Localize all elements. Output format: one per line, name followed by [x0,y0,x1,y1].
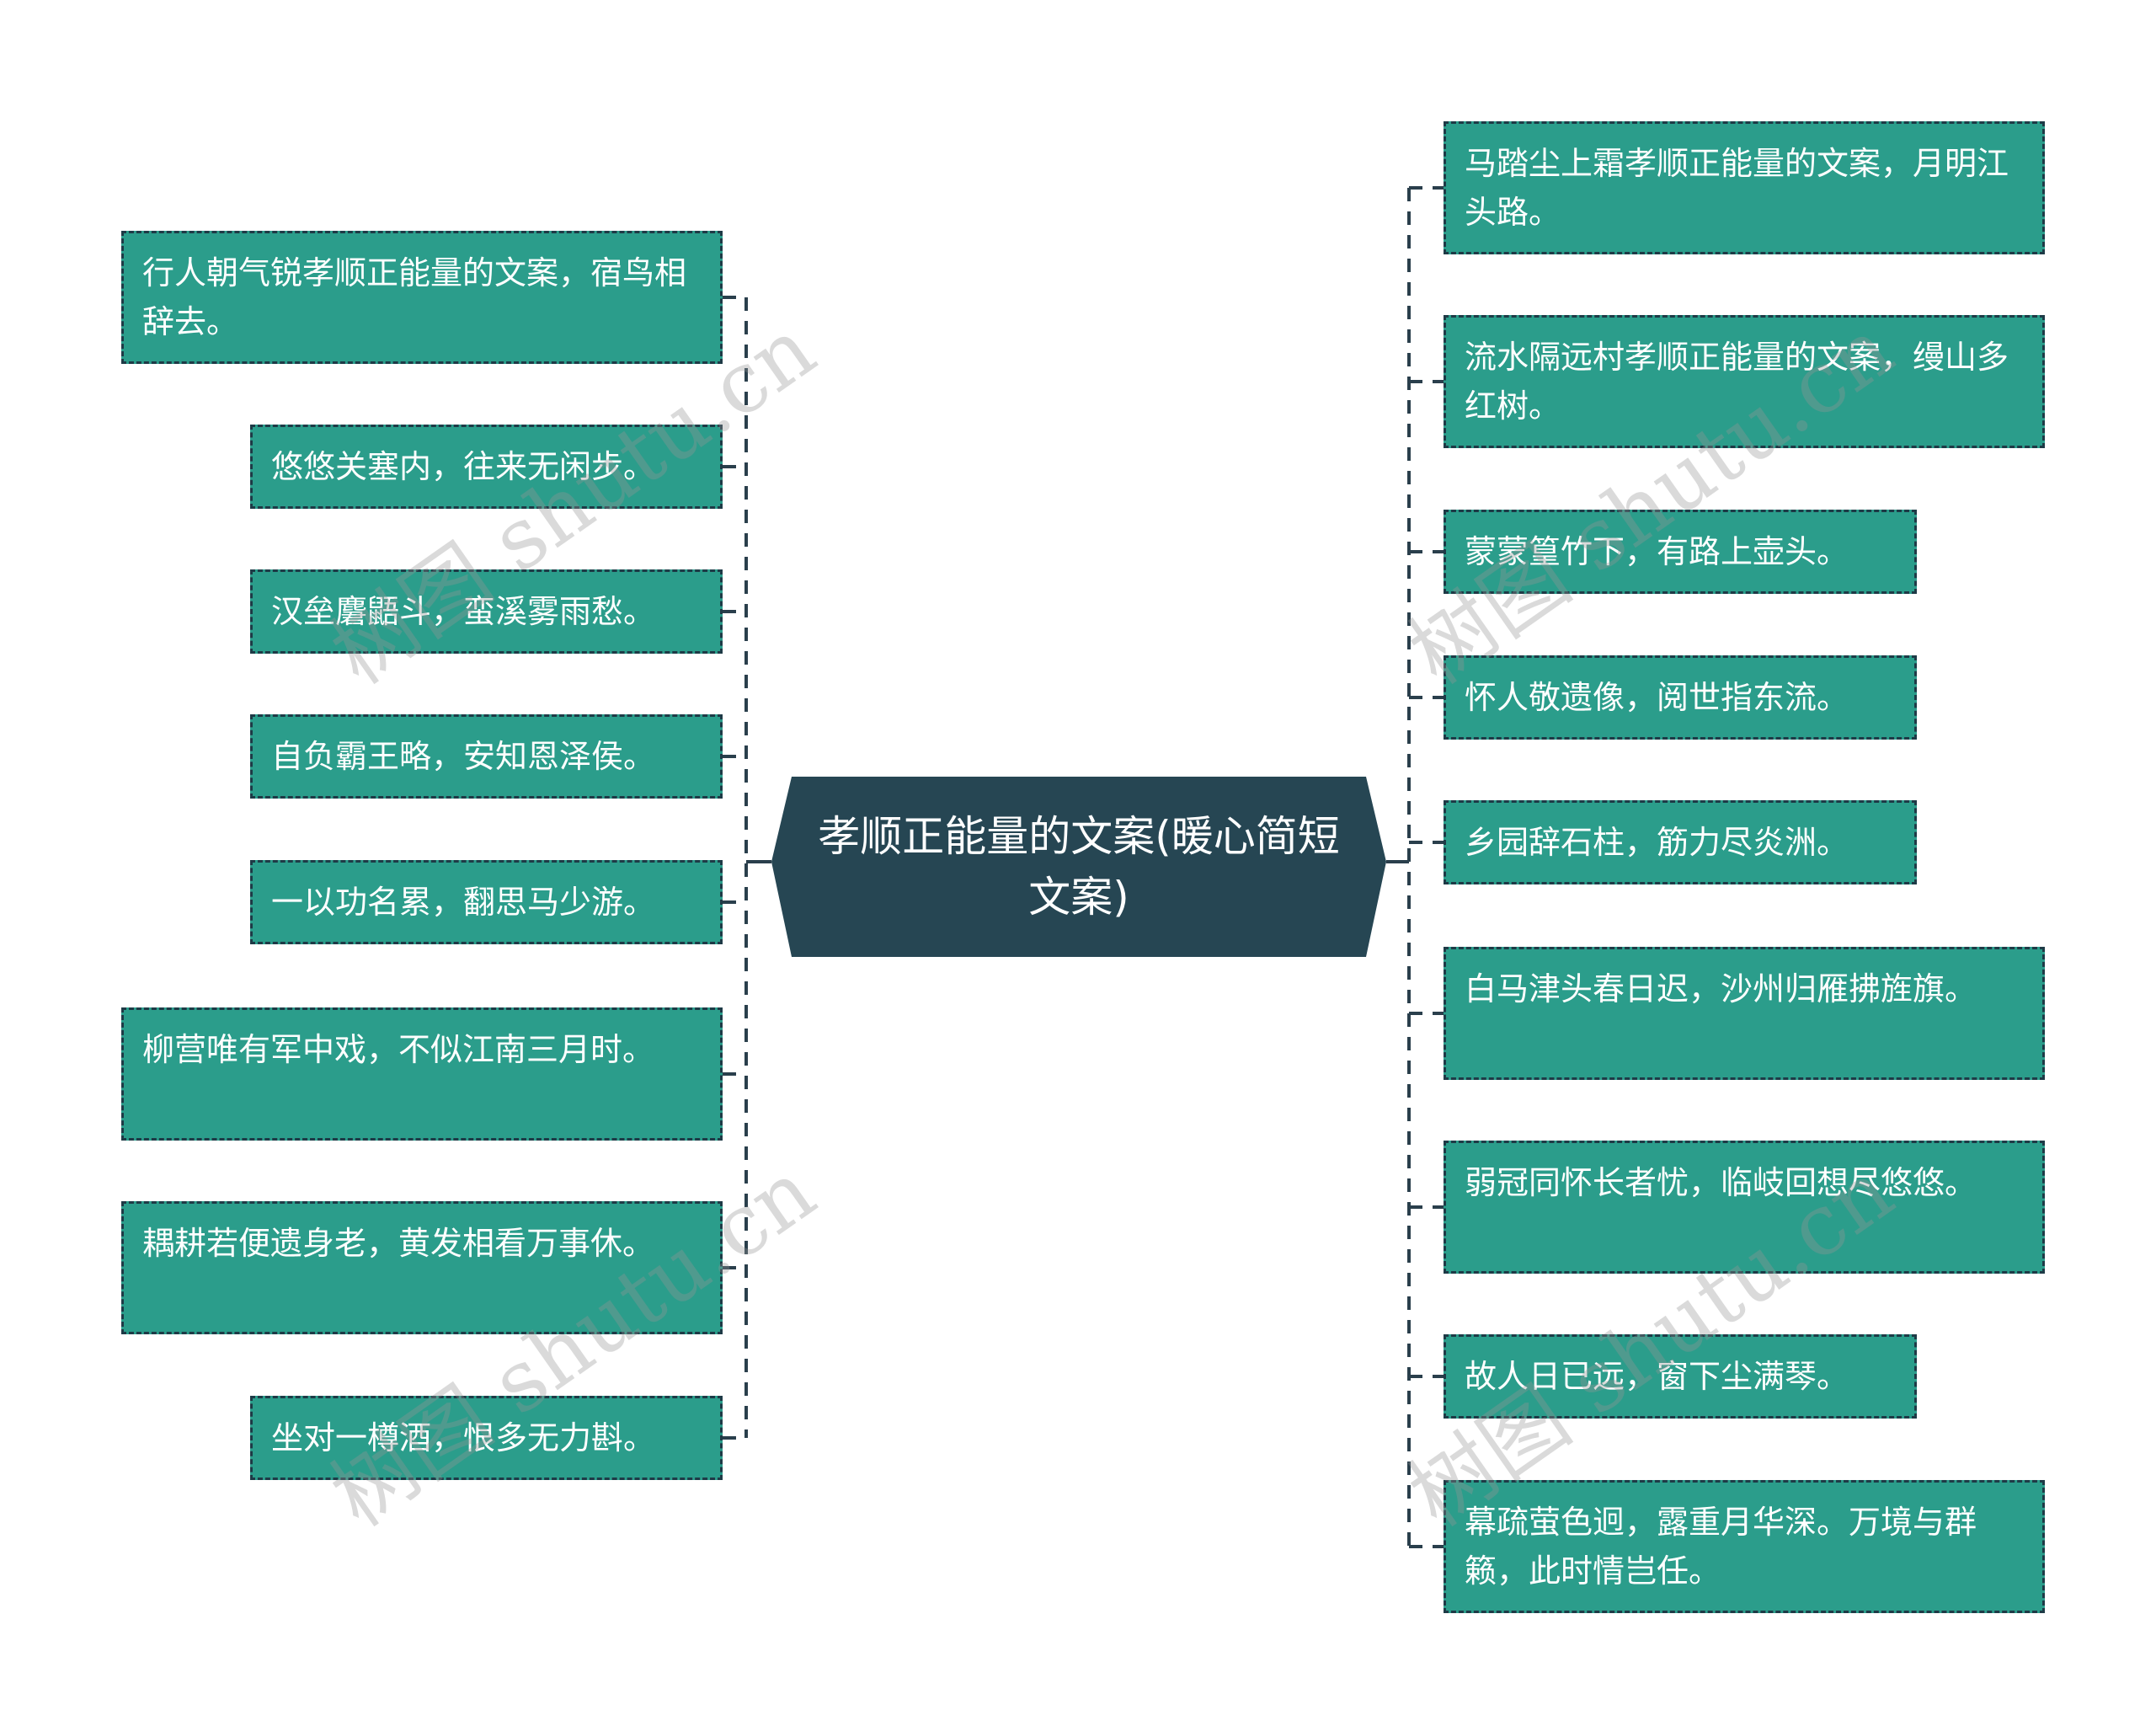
left-topic-7[interactable]: 耦耕若便遗身老，黄发相看万事休。 [121,1201,723,1334]
right-topic-9[interactable]: 幕疏萤色迥，露重月华深。万境与群籁，此时情岂任。 [1444,1480,2045,1613]
central-topic[interactable]: 孝顺正能量的文案(暖心简短文案) [771,777,1386,957]
hexagon-shape [771,777,1386,957]
right-topic-6[interactable]: 白马津头春日迟，沙州归雁拂旌旗。 [1444,947,2045,1080]
right-topic-8[interactable]: 故人日已远，窗下尘满琴。 [1444,1334,1917,1419]
right-topic-3[interactable]: 蒙蒙篁竹下，有路上壶头。 [1444,510,1917,594]
right-topic-7[interactable]: 弱冠同怀长者忧，临岐回想尽悠悠。 [1444,1141,2045,1274]
left-topic-3[interactable]: 汉垒麏鼯斗，蛮溪雾雨愁。 [250,569,723,654]
right-topic-5[interactable]: 乡园辞石柱，筋力尽炎洲。 [1444,800,1917,884]
left-topic-5[interactable]: 一以功名累，翻思马少游。 [250,860,723,944]
left-topic-4[interactable]: 自负霸王略，安知恩泽侯。 [250,714,723,799]
left-topic-1[interactable]: 行人朝气锐孝顺正能量的文案，宿鸟相辞去。 [121,231,723,364]
left-topic-8[interactable]: 坐对一樽酒，恨多无力斟。 [250,1396,723,1480]
right-topic-4[interactable]: 怀人敬遗像，阅世指东流。 [1444,655,1917,740]
right-topic-1[interactable]: 马踏尘上霜孝顺正能量的文案，月明江头路。 [1444,121,2045,254]
left-topic-6[interactable]: 柳营唯有军中戏，不似江南三月时。 [121,1007,723,1141]
right-topic-2[interactable]: 流水隔远村孝顺正能量的文案，缦山多红树。 [1444,315,2045,448]
left-topic-2[interactable]: 悠悠关塞内，往来无闲步。 [250,425,723,509]
central-topic-label: 孝顺正能量的文案(暖心简短文案) [818,812,1340,922]
